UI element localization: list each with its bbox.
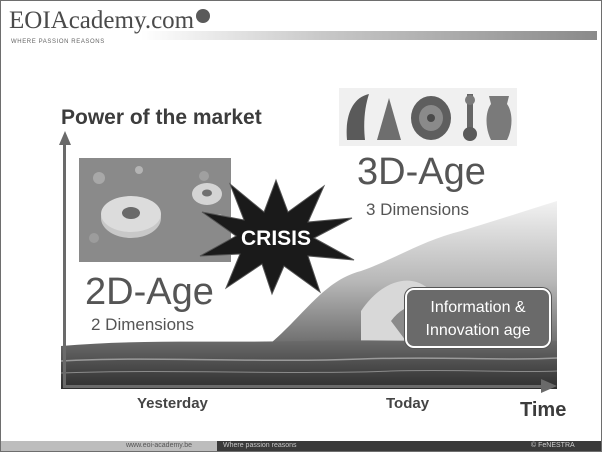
stone-wheel-photo <box>79 158 231 262</box>
footer-tagline: Where passion reasons <box>223 442 297 449</box>
x-axis-title: Time <box>520 399 567 421</box>
header-divider <box>141 31 597 40</box>
info-box-line1: Information & <box>430 299 526 316</box>
x-label-yesterday: Yesterday <box>137 395 208 412</box>
vertical-axis-arrow-icon <box>59 131 71 145</box>
logo-seal-icon <box>196 9 211 23</box>
horizontal-axis <box>63 385 545 388</box>
header-bar: EOIAcademy.com <box>1 1 601 41</box>
footer-url: www.eoi-academy.be <box>126 442 193 449</box>
vertical-axis <box>63 143 66 388</box>
crisis-starburst-icon <box>199 178 355 296</box>
age-3d-subtitle: 3 Dimensions <box>366 200 469 219</box>
footer-bar: www.eoi-academy.be Where passion reasons… <box>1 441 601 451</box>
age-3d-title: 3D-Age <box>357 151 486 193</box>
horizontal-axis-arrow-icon <box>541 379 557 393</box>
artifacts-image <box>339 88 517 146</box>
x-label-today: Today <box>386 395 430 412</box>
logo: EOIAcademy.com <box>9 7 211 35</box>
info-box-line2: Innovation age <box>425 322 531 339</box>
footer-copyright: © FeNESTRA <box>531 442 575 449</box>
chart-title: Power of the market <box>61 106 262 129</box>
age-2d-title: 2D-Age <box>85 271 214 313</box>
age-2d-subtitle: 2 Dimensions <box>91 315 194 334</box>
crisis-label: CRISIS <box>240 227 311 250</box>
info-innovation-box: Information & Innovation age <box>405 288 551 348</box>
logo-text: EOIAcademy.com <box>9 7 195 34</box>
logo-tagline: WHERE PASSION REASONS <box>11 39 105 45</box>
